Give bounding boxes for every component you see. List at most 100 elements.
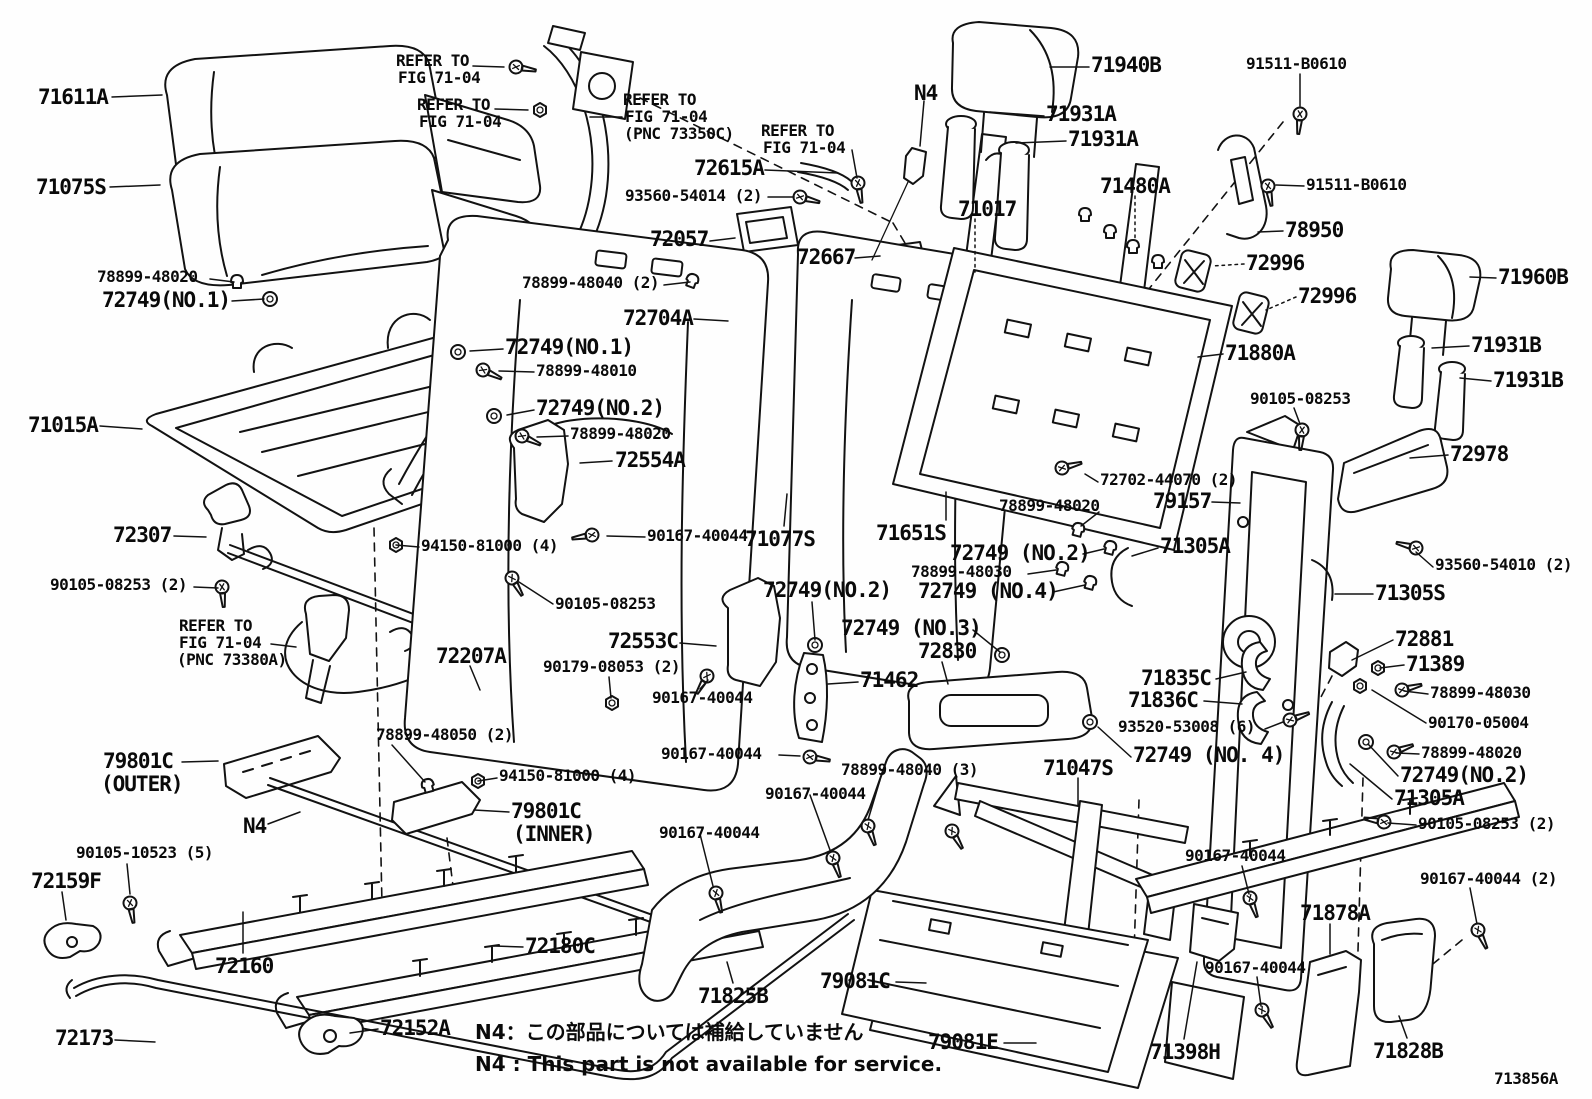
leader-line [1241,865,1250,895]
part-72307 [203,482,251,561]
part-71047S-frame [933,775,1189,966]
part-label: 71825B [698,984,769,1008]
part-label: 71611A [38,85,109,109]
part-label: N4 [243,814,267,838]
leader-line [1367,743,1399,777]
part-label: 71651S [876,521,947,545]
part-label: 71836C [1128,688,1199,712]
leader-line [1293,407,1301,425]
leader-line [111,94,163,98]
leader-line [1097,726,1132,758]
screw-icon [1393,535,1425,557]
part-label: 71015A [28,413,99,437]
part-n4-clip [871,147,927,261]
leader-line [764,169,839,174]
leader-line [181,760,219,763]
part-71836C [1236,691,1269,745]
part-label: 71835C [1141,666,1212,690]
part-label: 71389 [1406,652,1465,676]
leader-line [395,544,420,548]
part-71305A-hook [1110,547,1133,607]
leader-line [778,754,801,757]
part-label: 78899-48010 [536,361,637,380]
leader-line [1275,184,1305,187]
part-label: 72749(NO.2) [1400,763,1529,787]
part-label: 71398H [1150,1040,1221,1064]
part-label: REFER TO [623,90,697,109]
leader-line [1265,296,1297,311]
part-label: 72749(NO.1) [505,335,634,359]
part-label: 79081E [928,1030,999,1054]
leader-line [811,601,816,641]
leader-line [895,981,927,984]
part-n4-rod [267,777,701,940]
part-label: REFER TO [396,51,470,70]
leader-line [851,149,858,179]
part-label: 71305A [1394,786,1465,810]
part-rail-72160 [156,850,649,970]
part-label: 78899-48050 (2) [376,725,514,744]
leader-line [1082,548,1105,555]
part-label: 71828B [1373,1039,1444,1063]
part-label: 71462 [860,668,919,692]
part-label: 78899-48020 [97,267,198,286]
leader-line [267,811,301,825]
part-label: FIG 71-04 [625,107,708,126]
leader-line [608,676,612,699]
part-79801C-outer [223,735,341,799]
leader-line [693,318,729,322]
part-label: 72057 [650,227,709,251]
part-label: 71077S [745,527,816,551]
leader-line [1387,822,1417,826]
leader-line [1084,473,1099,483]
part-label: 90167-40044 [659,823,760,842]
part-label: 71931B [1471,333,1542,357]
leader-line [469,665,481,691]
part-label: 71960B [1498,265,1569,289]
screw-icon [1393,677,1425,699]
clip-icon [1151,254,1165,269]
leader-line [1027,569,1057,575]
part-label: 91511-B0610 [1306,175,1407,194]
part-rail-right [1135,782,1520,914]
part-label: 72996 [1246,251,1305,275]
part-bracket-lower-right [1164,981,1245,1080]
note-en: N4 : This part is not available for serv… [475,1052,943,1076]
nut-icon [533,102,547,118]
leader-line [679,642,717,647]
leader-line [919,100,925,147]
part-label: 72702-44070 (2) [1100,470,1238,489]
leader-line [1403,690,1429,695]
clip-icon [1081,573,1099,592]
part-label: 79081C [820,969,891,993]
part-72978 [1337,428,1449,514]
part-label: (INNER) [513,822,596,846]
part-label: 72996 [1298,284,1357,308]
leader-line [469,348,504,352]
leader-line [498,370,535,373]
part-label: 71047S [1043,756,1114,780]
part-label: 79157 [1153,489,1212,513]
part-label: 72749(NO.2) [536,396,665,420]
leader-line [709,237,736,242]
leader-line [506,409,535,416]
leader-line [726,961,734,984]
part-label: 72749(NO.1) [102,288,231,312]
part-label: 78899-48030 [1430,683,1531,702]
part-label: 72749(NO.2) [763,578,892,602]
leader-line [867,779,881,821]
bolt-icon [121,894,141,925]
leader-line [699,833,714,887]
leader-line [494,108,529,111]
part-label: 93520-53008 (6) [1118,717,1256,736]
screw-icon [791,188,823,210]
note-jp: N4：この部品については補給していません [475,1020,864,1044]
leader-line [972,629,1001,653]
part-label: 78899-48020 [999,496,1100,515]
leader-line [1398,1015,1408,1039]
part-seat-back-left [403,214,770,792]
leader-line [663,281,691,286]
part-72152A-clip [298,1013,364,1055]
part-label: 72704A [623,306,694,330]
part-71835C [1240,641,1271,691]
